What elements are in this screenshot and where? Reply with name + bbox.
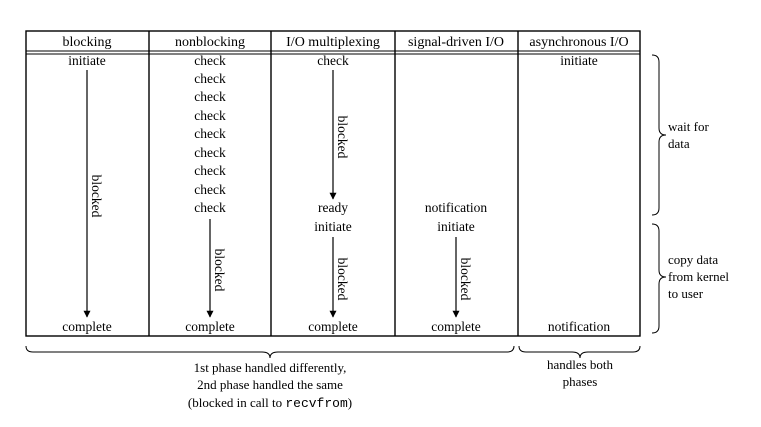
nonblocking-complete-label: complete [185,319,234,334]
column-header-nonblocking: nonblocking [175,35,245,50]
async-brace-label-line2: phases [563,374,598,389]
wait-for-data-label-line1: wait for [668,119,709,134]
async-brace-label-line1: handles both [547,357,614,372]
signal-complete-label: complete [431,319,480,334]
nonblocking-check-2: check [194,71,226,86]
table-frame [25,30,641,337]
async-brace [518,345,641,359]
column-header-io-multiplexing: I/O multiplexing [286,35,380,50]
multiplexing-check-label: check [317,53,349,68]
first-four-models-brace [25,345,515,359]
signal-blocked-label: blocked [458,258,473,301]
nonblocking-check-8: check [194,182,226,197]
copy-data-label-line1: copy data [668,252,718,267]
multiplexing-ready-label: ready [318,200,348,215]
bottom-brace-label-line1: 1st phase handled differently, [194,360,347,375]
multiplexing-second-blocked-label: blocked [335,258,350,301]
async-initiate-label: initiate [560,53,598,68]
blocking-initiate-label: initiate [68,53,106,68]
wait-for-data-label-line2: data [668,136,690,151]
nonblocking-check-1: check [194,53,226,68]
bottom-brace-label-line3: (blocked in call to recvfrom) [188,395,352,411]
wait-for-data-brace [651,54,667,216]
copy-data-label-line2: from kernel [668,269,729,284]
nonblocking-blocked-label: blocked [212,249,227,292]
column-header-blocking: blocking [63,35,112,50]
multiplexing-initiate-label: initiate [314,219,352,234]
signal-notification-label: notification [425,200,487,215]
copy-data-label-line3: to user [668,286,704,301]
column-header-asynchronous-io: asynchronous I/O [529,35,628,50]
recvfrom-code: recvfrom [285,396,348,411]
multiplexing-first-blocked-label: blocked [335,116,350,159]
nonblocking-check-6: check [194,145,226,160]
nonblocking-check-3: check [194,89,226,104]
blocking-blocked-label: blocked [89,175,104,218]
nonblocking-check-5: check [194,126,226,141]
multiplexing-complete-label: complete [308,319,357,334]
bottom-brace-label-line2: 2nd phase handled the same [197,377,343,392]
nonblocking-check-9: check [194,200,226,215]
nonblocking-check-4: check [194,108,226,123]
async-notification-label: notification [548,319,610,334]
blocking-complete-label: complete [62,319,111,334]
column-header-signal-driven-io: signal-driven I/O [408,35,504,50]
signal-initiate-label: initiate [437,219,475,234]
nonblocking-check-7: check [194,163,226,178]
copy-data-brace [651,223,667,334]
